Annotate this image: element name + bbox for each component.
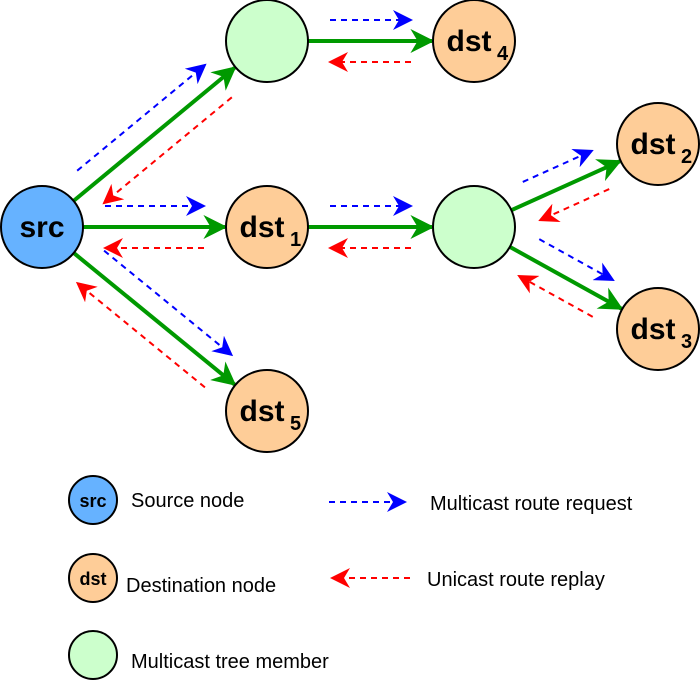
destination-node-circle <box>225 369 309 453</box>
legend-source-symbol <box>68 475 118 525</box>
legend-source-symbol-label: src <box>79 491 106 511</box>
reply-arrow-dst2-m2 <box>538 188 610 222</box>
node-label: dst <box>631 128 676 161</box>
node-subscript: 2 <box>681 146 692 168</box>
request-arrow-m2-dst3 <box>538 238 615 282</box>
node-subscript: 5 <box>290 413 301 435</box>
destination-node-circle <box>616 102 700 186</box>
legend-destination-symbol-label: dst <box>80 569 107 589</box>
node-label: dst <box>240 395 285 428</box>
legend-member-symbol <box>68 630 118 680</box>
legend: src Source node dst Destination node Mul… <box>68 475 633 680</box>
legend-destination-label: Destination node <box>126 575 276 597</box>
node-m1 <box>225 0 309 83</box>
request-arrow-src-m1 <box>76 63 207 172</box>
node-label: dst <box>447 25 492 58</box>
destination-node-circle <box>432 0 516 83</box>
legend-reply-label: Unicast route replay <box>427 569 605 591</box>
request-arrow-m2-dst2 <box>522 149 594 183</box>
node-label: src <box>19 211 64 244</box>
legend-item-member: Multicast tree member <box>68 630 329 680</box>
edges-layer <box>72 29 624 386</box>
tree-edge-src-m1 <box>72 66 237 203</box>
reply-arrow-m1-src <box>102 96 233 205</box>
tree-edge-m2-dst3 <box>508 245 624 311</box>
node-subscript: 4 <box>497 43 509 65</box>
legend-request-label: Multicast route request <box>430 493 633 515</box>
member-node-circle <box>225 0 309 83</box>
legend-item-request: Multicast route request <box>329 492 633 515</box>
reply-arrow-dst3-m2 <box>517 274 594 318</box>
node-src: src <box>0 185 84 269</box>
legend-item-reply: Unicast route replay <box>330 568 605 591</box>
legend-destination-symbol <box>68 553 118 603</box>
legend-member-label: Multicast tree member <box>131 651 329 673</box>
node-label: dst <box>240 211 285 244</box>
legend-item-destination: dst Destination node <box>68 553 276 603</box>
destination-node-circle <box>225 185 309 269</box>
request-arrow-src-dst5 <box>103 249 234 357</box>
legend-item-source: src Source node <box>68 475 244 525</box>
legend-source-label: Source node <box>131 490 244 512</box>
node-subscript: 3 <box>681 331 692 353</box>
member-node-circle <box>432 185 516 269</box>
signals-layer <box>75 10 615 389</box>
tree-edge-src-dst5 <box>72 251 237 386</box>
node-label: dst <box>631 313 676 346</box>
destination-node-circle <box>616 287 700 371</box>
reply-arrow-dst5-src <box>75 281 206 389</box>
node-m2 <box>432 185 516 269</box>
tree-edge-m2-dst2 <box>510 159 622 212</box>
node-subscript: 1 <box>290 229 301 251</box>
source-node-circle <box>0 185 84 269</box>
